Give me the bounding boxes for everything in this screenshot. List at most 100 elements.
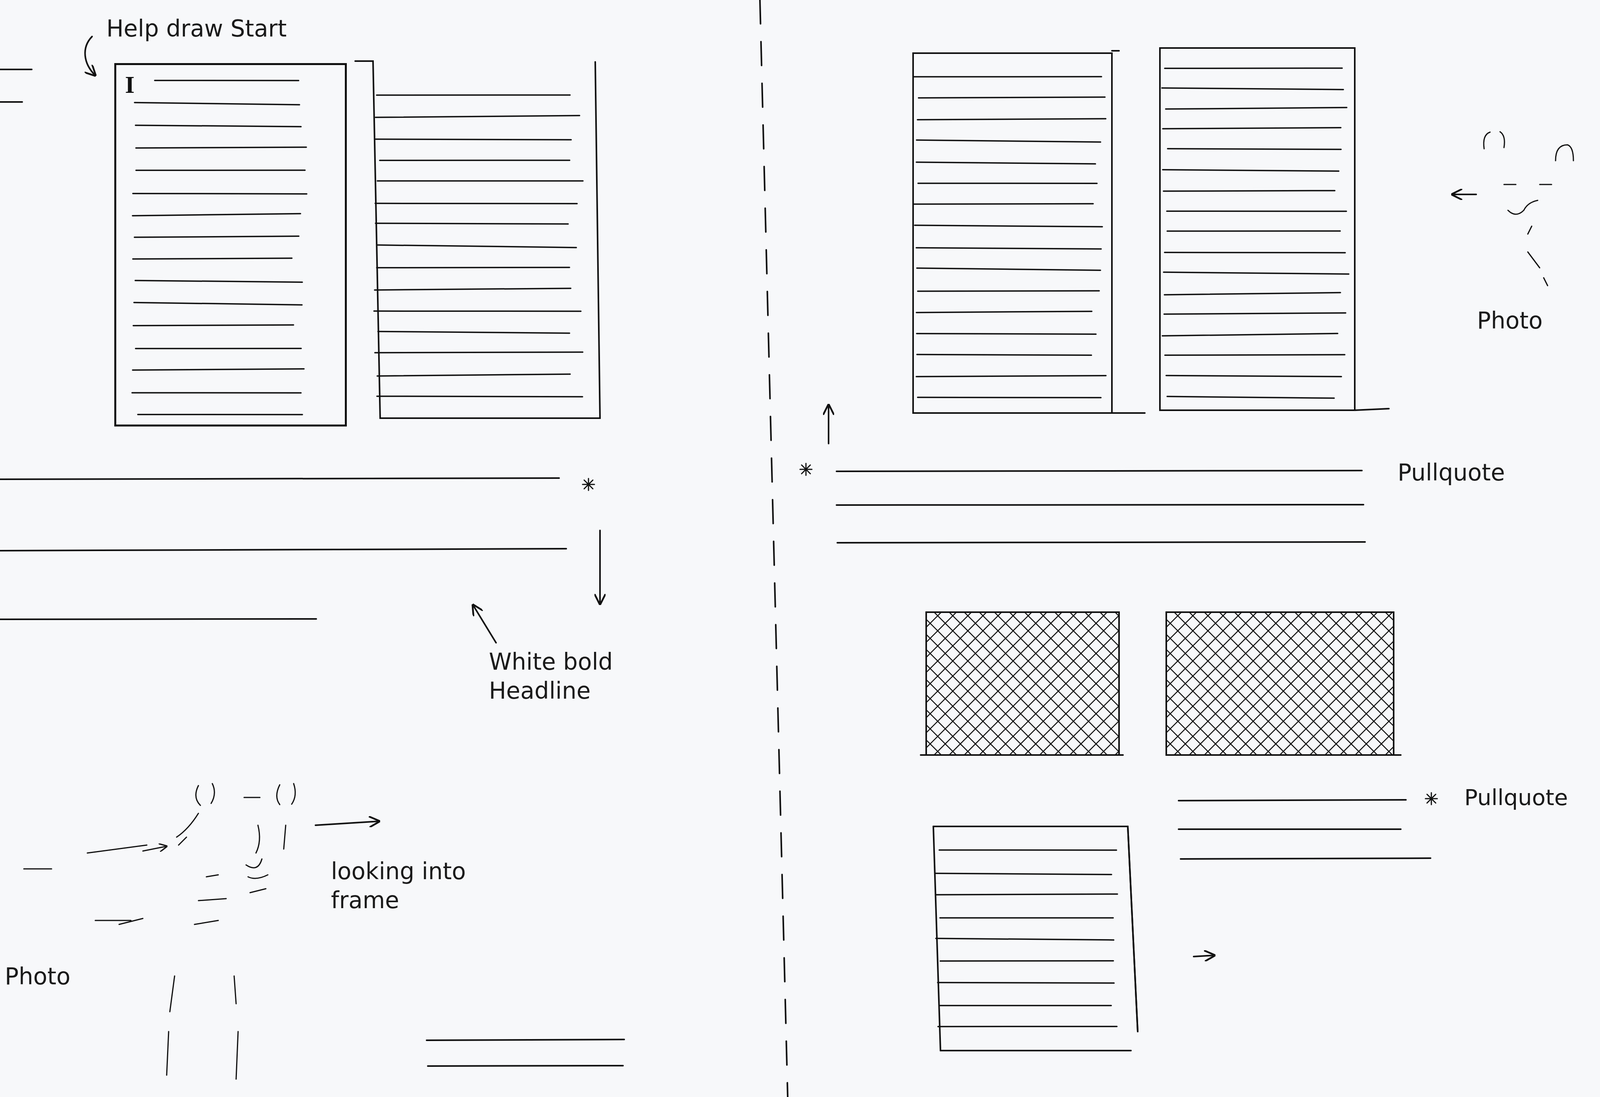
photo-sketch bbox=[1452, 131, 1574, 286]
annotation: Help draw Start bbox=[106, 14, 385, 44]
text-line bbox=[917, 396, 1101, 399]
text-line bbox=[1161, 88, 1344, 90]
text-line bbox=[917, 354, 1092, 356]
text-line bbox=[134, 102, 300, 105]
photo-label: Photo bbox=[1476, 306, 1597, 336]
text-line bbox=[136, 147, 307, 149]
pointer-arrow bbox=[1193, 955, 1215, 957]
pointer-arrow bbox=[827, 405, 830, 444]
fold-line bbox=[759, 0, 788, 1097]
text-line bbox=[379, 159, 570, 162]
pointer-arrow bbox=[84, 36, 96, 76]
text-line bbox=[917, 182, 1097, 185]
headline-line bbox=[0, 619, 317, 620]
text-line bbox=[916, 375, 1106, 377]
text-line bbox=[934, 873, 1112, 875]
pullquote-line bbox=[836, 470, 1362, 472]
text-line bbox=[916, 248, 1102, 250]
text-line bbox=[913, 76, 1102, 78]
text-line bbox=[136, 169, 306, 172]
text-line bbox=[1165, 354, 1345, 356]
pullquote-line bbox=[836, 504, 1364, 506]
text-line bbox=[1163, 190, 1335, 191]
headline-line bbox=[0, 478, 560, 480]
text-line bbox=[1162, 127, 1341, 129]
text-column bbox=[933, 826, 1138, 1032]
text-line bbox=[375, 139, 572, 141]
text-column: I bbox=[114, 63, 347, 427]
text-column bbox=[940, 1050, 1131, 1052]
text-line bbox=[1164, 251, 1346, 254]
stub-line bbox=[0, 101, 23, 103]
text-line bbox=[1163, 272, 1349, 275]
text-line bbox=[375, 115, 580, 118]
text-line bbox=[132, 213, 301, 216]
photo-hatching bbox=[926, 612, 1120, 756]
text-line bbox=[916, 268, 1101, 271]
text-column bbox=[355, 61, 600, 419]
pullquote-label: Pullquote bbox=[1464, 783, 1596, 812]
text-line bbox=[375, 202, 577, 205]
text-line bbox=[916, 162, 1096, 164]
text-column bbox=[1127, 826, 1138, 1032]
text-line bbox=[132, 392, 302, 394]
baseline bbox=[920, 754, 1124, 756]
text-line bbox=[935, 938, 1114, 941]
text-line bbox=[917, 290, 1100, 292]
text-line bbox=[939, 1005, 1112, 1007]
annotation: White bold Headline bbox=[488, 647, 664, 706]
text-line bbox=[916, 333, 1097, 335]
text-line bbox=[377, 374, 571, 377]
text-line bbox=[1167, 148, 1341, 150]
text-line bbox=[1165, 107, 1347, 110]
text-line bbox=[133, 325, 294, 326]
headline-line bbox=[0, 548, 567, 551]
text-line bbox=[935, 894, 1118, 896]
text-line bbox=[373, 310, 581, 312]
text-line bbox=[135, 125, 301, 127]
text-line bbox=[1162, 169, 1339, 172]
asterisk bbox=[800, 463, 812, 476]
text-line bbox=[1166, 375, 1342, 377]
text-line bbox=[132, 193, 307, 195]
asterisk bbox=[1425, 792, 1438, 805]
text-line bbox=[938, 1025, 1118, 1028]
text-line bbox=[1166, 210, 1347, 212]
text-line bbox=[917, 118, 1106, 120]
text-line bbox=[376, 94, 570, 97]
text-column bbox=[1159, 48, 1355, 411]
text-line bbox=[426, 1039, 625, 1041]
text-line bbox=[375, 352, 583, 353]
drop-cap: I bbox=[125, 72, 135, 97]
baseline bbox=[1111, 412, 1145, 414]
text-line bbox=[913, 203, 1094, 205]
text-line bbox=[918, 97, 1106, 99]
text-line bbox=[132, 258, 293, 260]
text-line bbox=[1164, 67, 1343, 70]
text-column bbox=[913, 53, 1112, 414]
text-line bbox=[1162, 333, 1338, 337]
baseline bbox=[1111, 50, 1120, 52]
text-line bbox=[132, 369, 304, 371]
baseline bbox=[1354, 408, 1389, 411]
pullquote-line bbox=[1180, 858, 1431, 860]
text-line bbox=[939, 849, 1117, 852]
pullquote-label: Pullquote bbox=[1397, 458, 1589, 488]
annotation: looking into frame bbox=[330, 857, 506, 915]
pointer-arrow bbox=[599, 530, 601, 604]
pullquote-line bbox=[1178, 828, 1401, 831]
text-line bbox=[137, 413, 303, 416]
text-line bbox=[375, 223, 568, 225]
text-line bbox=[916, 140, 1101, 143]
pullquote-line bbox=[1178, 800, 1406, 801]
text-line bbox=[135, 347, 302, 350]
text-line bbox=[914, 225, 1103, 227]
pointer-arrow bbox=[473, 605, 497, 643]
text-line bbox=[427, 1065, 624, 1067]
text-line bbox=[378, 331, 570, 334]
text-line bbox=[135, 280, 303, 283]
photo-box bbox=[926, 612, 1120, 756]
text-line bbox=[1167, 230, 1341, 233]
text-line bbox=[134, 302, 302, 305]
